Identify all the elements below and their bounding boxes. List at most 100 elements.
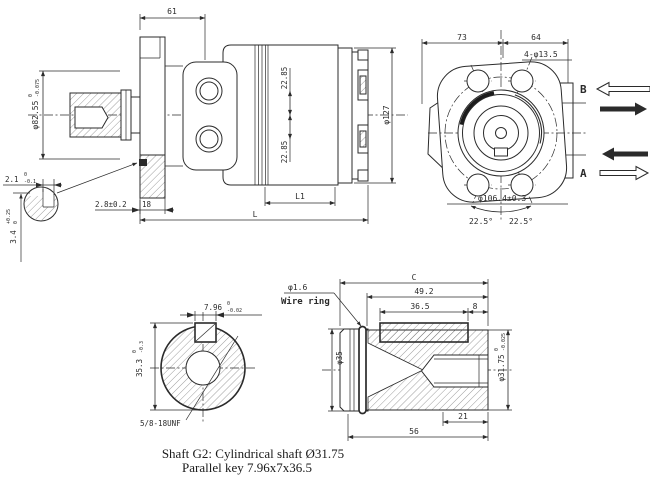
dim-port-top: 22.85 [280,67,289,90]
bolt-circle-label: φ106.4±0.3 [478,194,526,203]
key-width-tol-lower: -0.02 [227,308,242,314]
thread-hole-circle [185,350,221,386]
angle-arc-right [500,205,532,213]
seal-band-lines [254,45,269,185]
endcap-bolt-bottom [357,169,369,182]
port-bottom-inner [199,129,219,149]
detail-width-lines [3,179,62,195]
bolt-hole-bl [466,173,490,197]
dim-49-2: 49.2 [414,287,433,296]
parallel-key [379,322,469,343]
wire-ring-leader [333,292,362,327]
detail-width-value: 2.1 [5,175,19,184]
key-height-tol-upper: 0 [132,350,138,353]
main-side-view: 61 φ127 φ82.55 0 -0.075 22.85 22.85 L1 L… [28,7,408,224]
dim-body-dia: φ127 [382,105,391,124]
neck-lines [165,65,183,167]
dim-flange-thk: 18 [142,200,152,209]
keyway-front [494,147,508,157]
arrow-b-out-icon [595,81,650,97]
thread-bore-lines [434,355,488,387]
thread-label: 5/8-18UNF [140,419,181,428]
dim-pilot-dia: φ82.55 0 -0.075 [28,79,41,130]
port-top-inner [199,81,219,101]
motor-body [222,44,339,186]
key-width-tol-upper: 0 [227,301,230,307]
wire-ring [358,325,367,415]
caption-block: Shaft G2: Cylindrical shaft Ø31.75 Paral… [162,446,344,475]
dim-port-bottom: 22.85 [280,141,289,164]
shafttop-ext [339,279,489,326]
wire-ring-dia: φ1.6 [288,283,307,292]
groove-detail-view: 2.1 0 -0.1 3.4 +0.25 0 [3,162,138,262]
dim-c: C [412,273,417,282]
port-b-label: B [580,83,587,96]
flange-step-lines [140,37,161,59]
arrow-a-out-icon [599,165,650,181]
detail-depth-tol-upper: +0.25 [6,209,12,224]
shaft-dia-value: φ31.75 [497,354,506,381]
arrow-in-bottom-icon [602,147,648,161]
shaft-dia-tol-upper: 0 [494,348,500,351]
port-a-label: A [580,167,587,180]
shaft-side-view: φ1.6 Wire ring C 49.2 36.5 8 21 56 φ35 φ… [281,273,512,441]
arrow-in-top-icon [600,102,647,116]
ring-groove-lines [349,329,355,411]
key-diagonal [195,323,216,342]
wire-ring-label: Wire ring [281,296,330,307]
detail-width-tol-lower: -0.1 [24,179,36,185]
dimL-ext [139,185,369,224]
dim-l: L [253,210,258,219]
timing-mark-arc [459,91,495,126]
detail-width-tol-upper: 0 [24,172,27,178]
bolt-hole-br [510,173,534,197]
endcap-port-top-section [359,75,367,95]
key-height-value: 35.3 [135,359,144,377]
shaft-dia-dim: φ31.75 0 -0.025 [494,333,507,382]
angle-arc-left [470,205,502,213]
dim-pilot-dia-value: φ82.55 [31,100,40,129]
center-hole [495,127,507,139]
thread-bore [420,354,489,388]
dim-64: 64 [531,33,541,42]
detail-depth-tol-lower: 0 [13,221,19,224]
dim-groove-pos: 2.8±0.2 [95,200,127,209]
dim-l1: L1 [295,192,305,201]
dim-21: 21 [458,412,468,421]
front-flange-view: 73 64 4-φ13.5 φ106.4±0.3 22.5° 22.5° B A [421,30,650,226]
key-height-dim: 35.3 0 -0.3 [132,341,145,377]
thin-arc [514,94,543,144]
shaft-bore [74,106,109,129]
keywidth-arrows [187,312,224,318]
caption-line1: Shaft G2: Cylindrical shaft Ø31.75 [162,446,344,461]
dim-36-5: 36.5 [410,302,429,311]
detail-depth-dim: 3.4 +0.25 0 [6,209,19,244]
dim127-ext [354,47,396,184]
bolt-hole-tr [510,69,534,93]
detail-leader [56,162,138,194]
thread-leader [185,335,239,421]
holes-label: 4-φ13.5 [524,50,558,59]
caption-line2: Parallel key 7.96x7x36.5 [182,460,312,475]
dim-56: 56 [409,427,419,436]
pilot-circle-inner [462,94,540,172]
dim-pilot-dia-tol-lower: -0.075 [35,79,41,97]
key-width-value: 7.96 [204,303,223,312]
bolt-hole-tl [466,69,490,93]
endcap-flange [337,47,353,184]
key-section-view: 7.96 0 -0.02 35.3 0 -0.3 5/8-18UNF [132,301,262,428]
bolt-circle [444,76,558,190]
dim-dia-35: φ35 [335,351,344,365]
angle-right-label: 22.5° [509,217,533,226]
key-height-tol-lower: -0.3 [139,341,145,353]
shaft-neck [130,96,141,134]
dim-8: 8 [473,302,478,311]
endcap-port-bottom-section [359,130,367,148]
detail-depth-value: 3.4 [9,230,18,244]
dim-61: 61 [167,7,177,16]
shaft-dia-tol-lower: -0.025 [501,333,507,351]
dim-pilot-dia-tol-upper: 0 [28,94,34,97]
angle-left-label: 22.5° [469,217,493,226]
